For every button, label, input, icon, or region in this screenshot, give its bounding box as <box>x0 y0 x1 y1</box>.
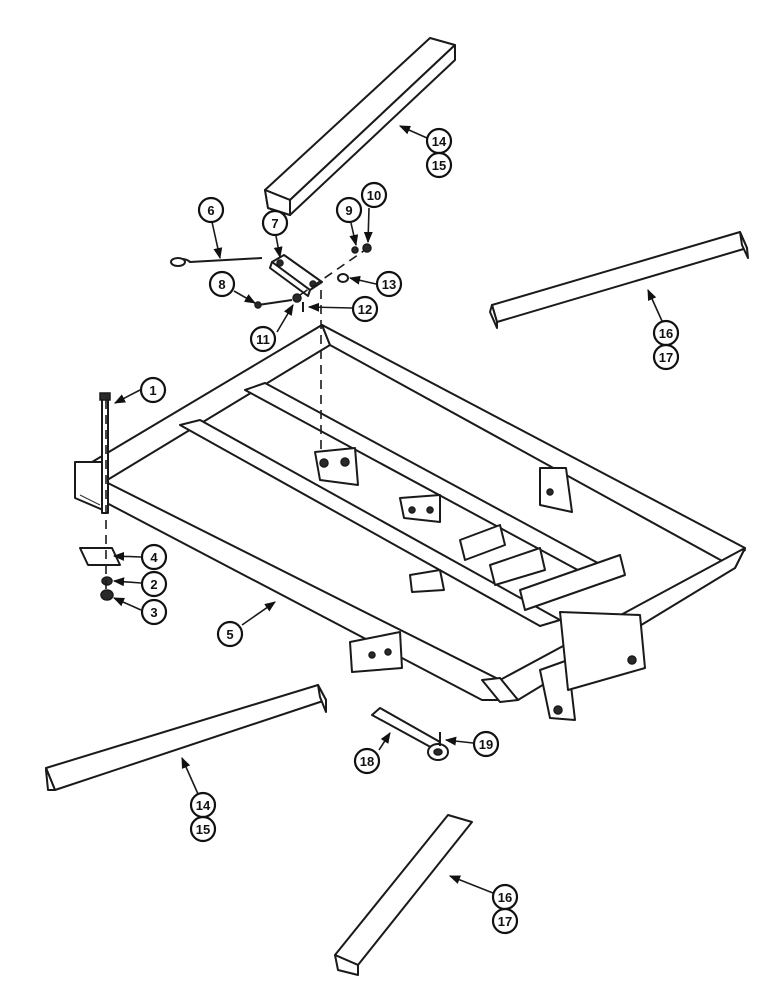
callout-17-right: 17 <box>652 343 680 371</box>
beam-right-16-17 <box>489 231 749 329</box>
callout-15-bottom: 15 <box>189 815 217 843</box>
leader-lines <box>112 125 663 894</box>
svg-text:11: 11 <box>256 332 270 347</box>
svg-text:10: 10 <box>367 188 381 203</box>
svg-text:15: 15 <box>196 822 210 837</box>
svg-text:17: 17 <box>659 350 673 365</box>
svg-text:14: 14 <box>432 134 447 149</box>
svg-text:3: 3 <box>150 605 157 620</box>
bolt-1 <box>99 392 111 514</box>
plate-4 <box>79 547 121 566</box>
callout-18: 18 <box>353 747 381 775</box>
svg-text:14: 14 <box>196 798 211 813</box>
svg-text:12: 12 <box>358 302 372 317</box>
callout-15-top: 15 <box>425 151 453 179</box>
washer-13 <box>337 273 349 283</box>
svg-text:18: 18 <box>360 754 374 769</box>
callout-14-bottom: 14 <box>189 791 217 819</box>
callout-16-right: 16 <box>652 319 680 347</box>
callout-16-bottom: 16 <box>491 883 519 911</box>
callout-12: 12 <box>351 295 379 323</box>
callout-17-bottom: 17 <box>491 907 519 935</box>
callout-3: 3 <box>140 598 168 626</box>
pin-6 <box>170 257 263 267</box>
svg-text:17: 17 <box>498 914 512 929</box>
washer-9 <box>351 246 359 254</box>
svg-text:9: 9 <box>345 203 352 218</box>
svg-text:19: 19 <box>479 737 493 752</box>
callout-4: 4 <box>140 543 168 571</box>
callout-13: 13 <box>375 270 403 298</box>
callout-11: 11 <box>249 325 277 353</box>
svg-text:16: 16 <box>659 326 673 341</box>
callout-1: 1 <box>139 376 167 404</box>
svg-text:6: 6 <box>207 203 214 218</box>
svg-text:13: 13 <box>382 277 396 292</box>
svg-text:4: 4 <box>150 550 158 565</box>
svg-text:7: 7 <box>271 216 278 231</box>
beam-bottom-16-17 <box>334 814 473 976</box>
main-frame <box>74 324 746 721</box>
pin-8 <box>254 299 293 309</box>
callout-9: 9 <box>335 196 363 224</box>
washer-11 <box>292 293 302 303</box>
link-7 <box>269 254 323 297</box>
callout-10: 10 <box>360 181 388 209</box>
link-18 <box>371 707 449 761</box>
alignment-line-link-diagonal <box>299 249 366 296</box>
svg-text:2: 2 <box>150 577 157 592</box>
svg-text:1: 1 <box>149 383 156 398</box>
beam-top-14-15 <box>264 37 456 216</box>
callout-8: 8 <box>208 270 236 298</box>
callout-19: 19 <box>472 730 500 758</box>
beam-bottom-left-14-15 <box>45 684 327 791</box>
svg-text:16: 16 <box>498 890 512 905</box>
callout-14-top: 14 <box>425 127 453 155</box>
svg-text:5: 5 <box>226 627 233 642</box>
callout-6: 6 <box>197 196 225 224</box>
svg-text:8: 8 <box>218 277 225 292</box>
callout-7: 7 <box>261 209 289 237</box>
svg-text:15: 15 <box>432 158 446 173</box>
callout-2: 2 <box>140 570 168 598</box>
nut-3 <box>100 589 114 601</box>
callout-5: 5 <box>216 620 244 648</box>
washer-2 <box>101 576 113 586</box>
